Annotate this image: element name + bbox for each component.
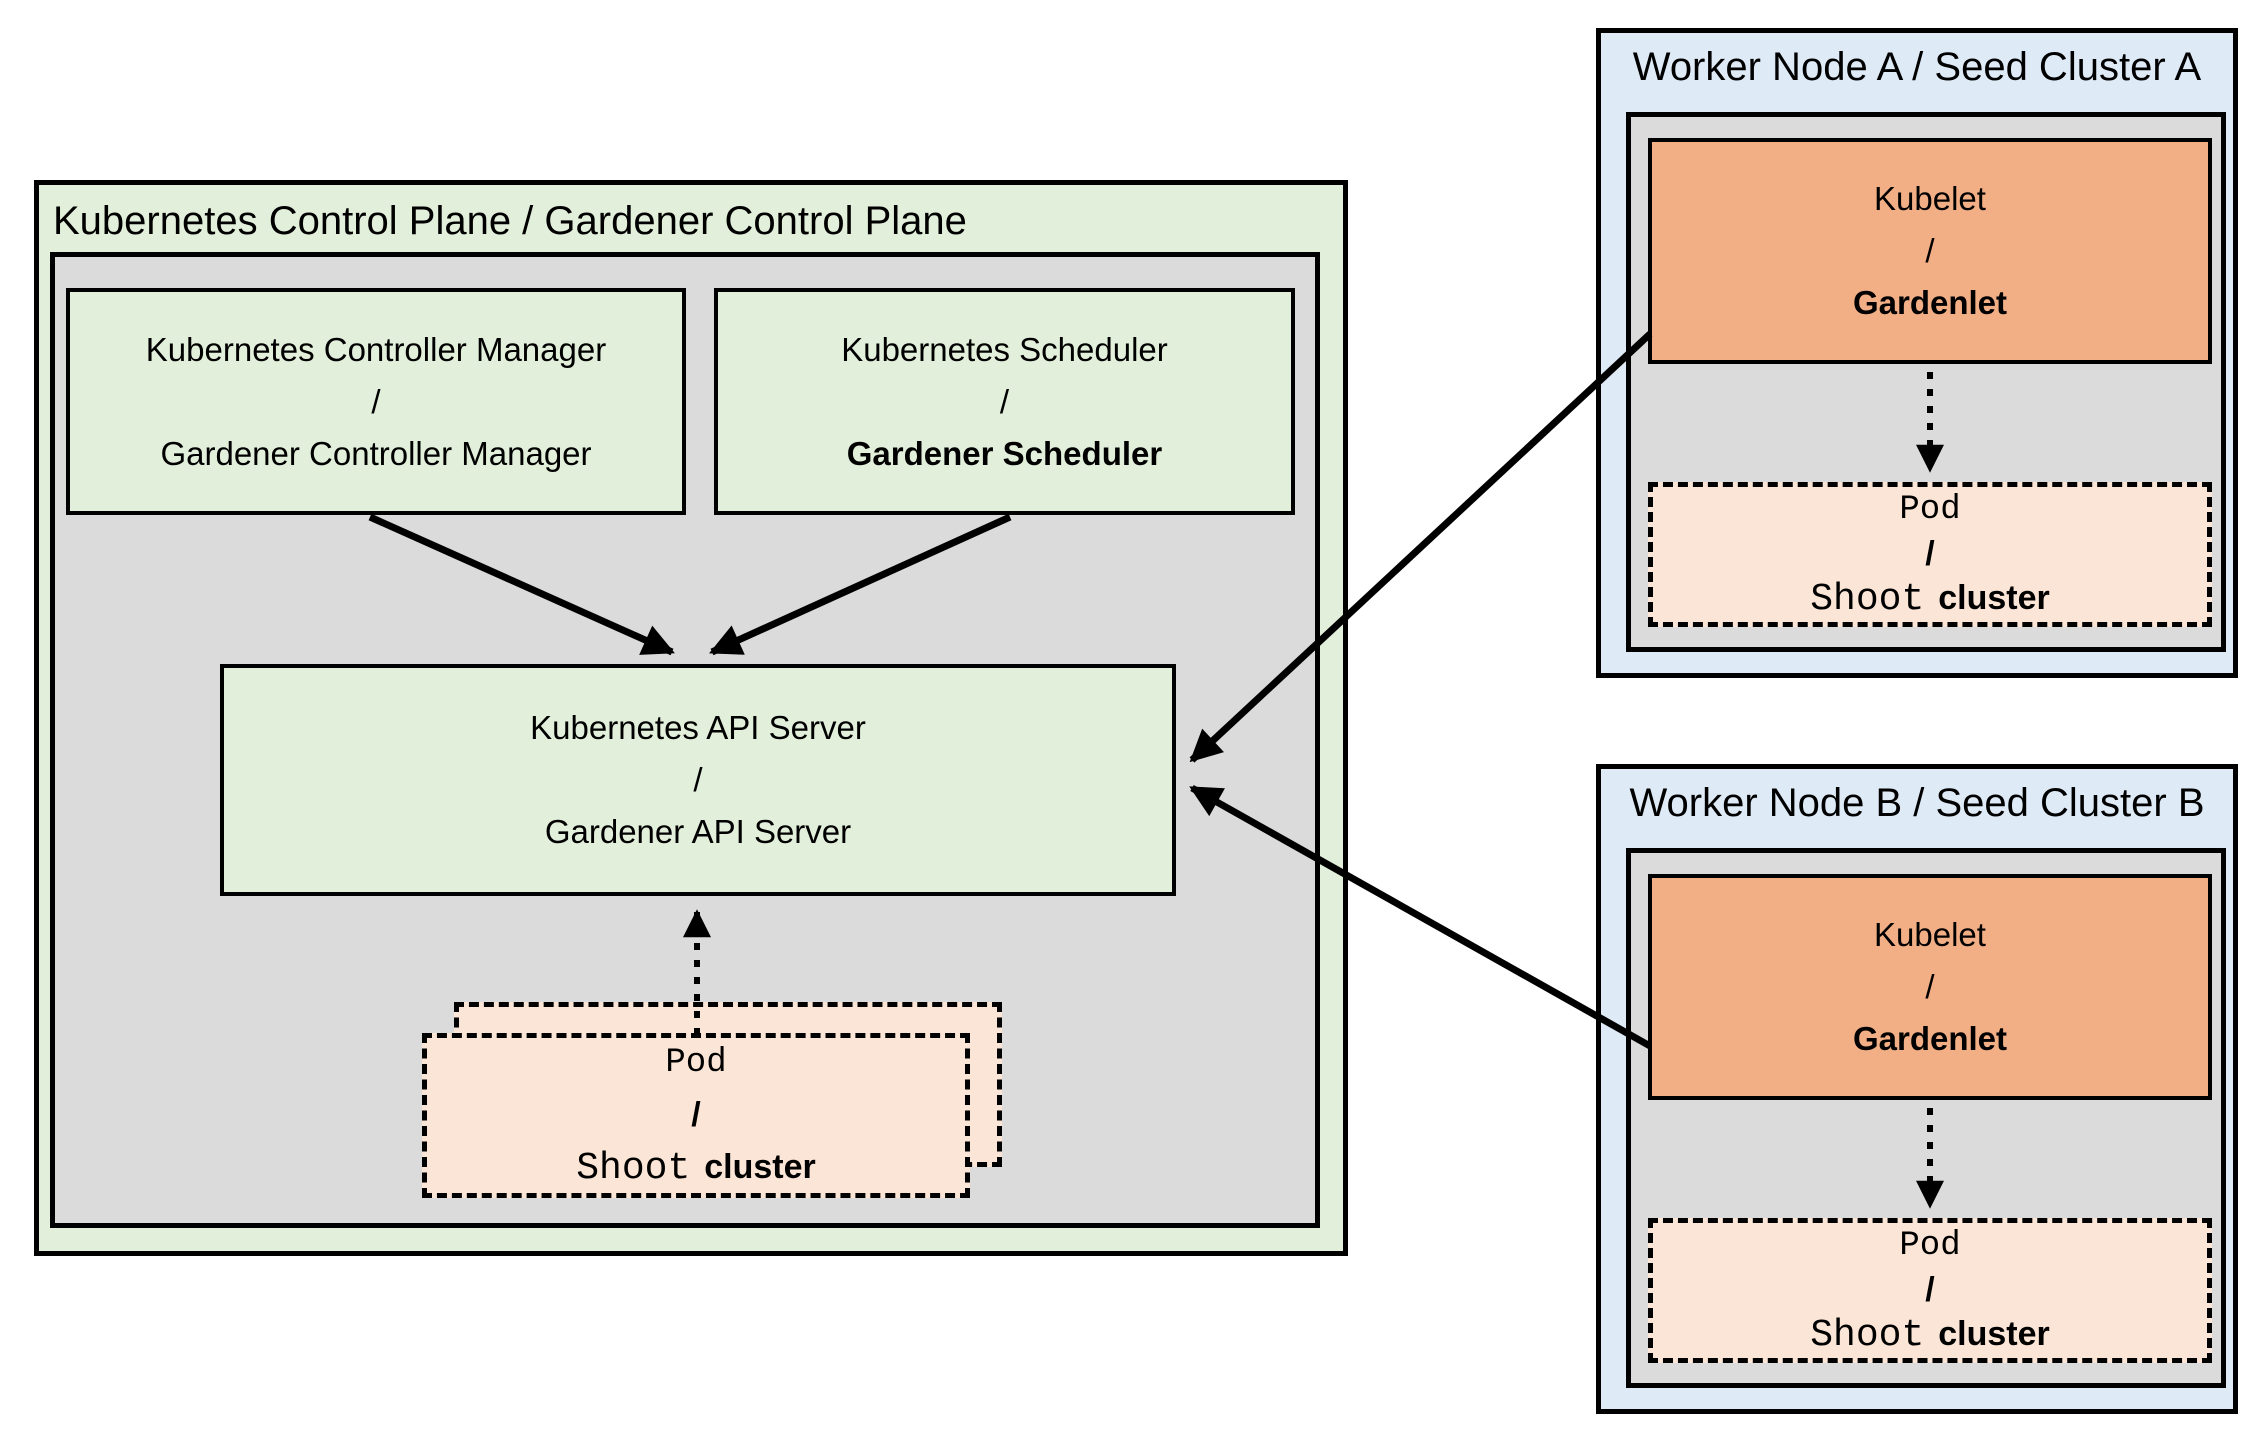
api-server-line2: Gardener API Server (544, 813, 852, 850)
controller-manager-box: Kubernetes Controller Manager / Gardener… (66, 288, 686, 515)
worker-a-pod-line2: Shoot cluster (1810, 576, 2050, 622)
api-server-separator: / (693, 761, 703, 798)
worker-b-pod-line1: Pod (1899, 1226, 1961, 1265)
worker-node-b-title: Worker Node B / Seed Cluster B (1629, 781, 2205, 825)
worker-a-pod-separator: / (1925, 534, 1935, 573)
worker-b-pod-line2-shoot: Shoot (1810, 1313, 1925, 1357)
worker-b-pod-separator: / (1925, 1270, 1935, 1309)
worker-a-kubelet-line2: Gardenlet (1852, 284, 2008, 321)
pod-stack-line1: Pod (665, 1043, 727, 1082)
pod-stack-front-box: Pod / Shoot cluster (422, 1033, 970, 1198)
worker-b-pod-line2: Shoot cluster (1810, 1312, 2050, 1358)
api-server-line1: Kubernetes API Server (530, 709, 866, 746)
worker-a-pod-line1: Pod (1899, 490, 1961, 529)
scheduler-line2: Gardener Scheduler (846, 434, 1163, 472)
controller-manager-line1: Kubernetes Controller Manager (145, 330, 607, 368)
worker-a-pod-line2-shoot: Shoot (1810, 577, 1925, 621)
scheduler-box: Kubernetes Scheduler / Gardener Schedule… (714, 288, 1295, 515)
worker-node-a-pod-box: Pod / Shoot cluster (1648, 482, 2212, 627)
worker-a-pod-line2-cluster: cluster (1938, 578, 2050, 617)
scheduler-line1: Kubernetes Scheduler (841, 330, 1168, 368)
worker-node-a-title: Worker Node A / Seed Cluster A (1632, 45, 2202, 89)
worker-node-a-kubelet-box: Kubelet / Gardenlet (1648, 138, 2212, 364)
worker-b-kubelet-line2: Gardenlet (1852, 1020, 2008, 1057)
worker-b-kubelet-line1: Kubelet (1874, 916, 1986, 953)
controller-manager-line2: Gardener Controller Manager (160, 434, 592, 472)
worker-b-pod-line2-cluster: cluster (1938, 1314, 2050, 1353)
pod-stack-line2: Shoot cluster (576, 1141, 816, 1195)
pod-stack-line2-cluster: cluster (704, 1147, 816, 1186)
control-plane-title: Kubernetes Control Plane / Gardener Cont… (53, 199, 967, 243)
controller-manager-separator: / (371, 382, 381, 420)
worker-node-b-kubelet-box: Kubelet / Gardenlet (1648, 874, 2212, 1100)
worker-a-kubelet-line1: Kubelet (1874, 180, 1986, 217)
worker-a-kubelet-separator: / (1925, 232, 1935, 269)
api-server-box: Kubernetes API Server / Gardener API Ser… (220, 664, 1176, 896)
pod-stack-separator: / (691, 1095, 701, 1134)
pod-stack-line2-shoot: Shoot (576, 1146, 691, 1190)
worker-node-b-pod-box: Pod / Shoot cluster (1648, 1218, 2212, 1363)
scheduler-separator: / (999, 382, 1010, 420)
worker-b-kubelet-separator: / (1925, 968, 1935, 1005)
